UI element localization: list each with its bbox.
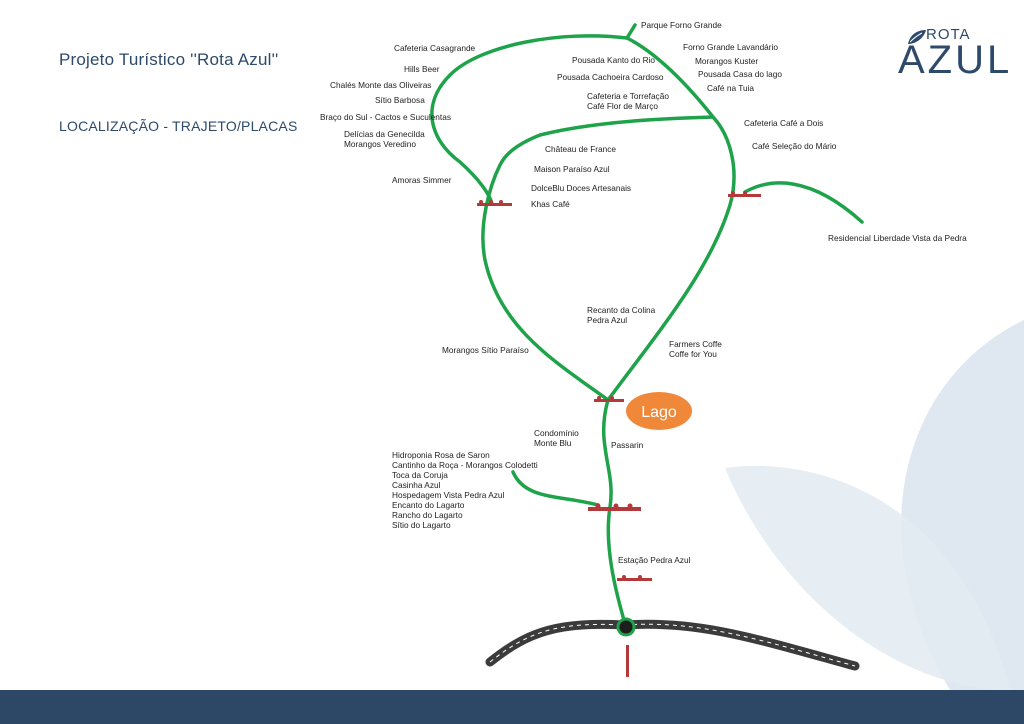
route-north-west	[430, 34, 629, 206]
place-label: Casinha Azul	[392, 480, 441, 490]
place-label: Pousada Casa do lago	[698, 69, 782, 79]
route-parque-tail	[625, 23, 637, 40]
page-subtitle: LOCALIZAÇÃO - TRAJETO/PLACAS	[59, 118, 298, 134]
signpost-lagarto	[588, 507, 641, 511]
lake-marker	[626, 392, 692, 430]
place-label: Passarin	[611, 440, 644, 450]
place-label: Forno Grande Lavandário	[683, 42, 779, 52]
footer-bar	[0, 690, 1024, 724]
logo-big-text: AZUL	[898, 38, 1013, 82]
place-label: Delícias da Genecilda	[344, 129, 425, 139]
lake-label: Lago	[641, 404, 677, 421]
logo-small-text: ROTA	[926, 26, 971, 43]
place-label: Rancho do Lagarto	[392, 510, 463, 520]
background-leaf-small	[725, 465, 1010, 690]
route-entrance-roundabout	[616, 617, 636, 637]
route-lagarto-branch	[511, 470, 600, 507]
place-label: Morangos Kuster	[695, 56, 759, 66]
place-label: Chalés Monte das Oliveiras	[330, 80, 432, 90]
place-label: DolceBlu Doces Artesanais	[531, 183, 632, 193]
place-label: Monte Blu	[534, 438, 572, 448]
route-residencial-branch	[743, 181, 864, 224]
place-label: Pousada Cachoeira Cardoso	[557, 72, 664, 82]
signpost-lago	[594, 399, 624, 402]
leaf-icon	[908, 30, 926, 44]
place-label: Maison Paraíso Azul	[534, 164, 610, 174]
place-label: Pedra Azul	[587, 315, 628, 325]
place-label: Residencial Liberdade Vista da Pedra	[828, 233, 967, 243]
place-label: Château de France	[545, 144, 617, 154]
place-label: Cafeteria Casagrande	[394, 43, 476, 53]
highway-road	[485, 619, 860, 671]
rota-azul-logo: ROTA AZUL	[896, 24, 1009, 86]
place-label: Cafeteria Café a Dois	[744, 118, 824, 128]
route-east-loop	[606, 36, 736, 402]
place-label: Hidroponia Rosa de Saron	[392, 450, 490, 460]
place-label: Coffe for You	[669, 349, 717, 359]
signposts	[477, 191, 761, 677]
page-title: Projeto Turístico ''Rota Azul''	[59, 50, 279, 69]
place-label: Encanto do Lagarto	[392, 500, 465, 510]
place-label: Khas Café	[531, 199, 570, 209]
place-label: Recanto da Colina	[587, 305, 656, 315]
signpost-khas	[477, 203, 512, 206]
place-label: Sítio Barbosa	[375, 95, 425, 105]
place-label: Estação Pedra Azul	[618, 555, 691, 565]
place-label: Toca da Coruja	[392, 470, 448, 480]
place-label: Sítio do Lagarto	[392, 520, 451, 530]
place-label: Café Flor de Março	[587, 101, 659, 111]
place-label: Cafeteria e Torrefação	[587, 91, 669, 101]
place-label: Condomínio	[534, 428, 579, 438]
signpost-estacao	[617, 578, 652, 581]
place-label: Morangos Sítio Paraíso	[442, 345, 529, 355]
place-label: Café Seleção do Mário	[752, 141, 837, 151]
place-label: Hospedagem Vista Pedra Azul	[392, 490, 505, 500]
signpost-entrance	[626, 645, 629, 677]
place-label: Café na Tuia	[707, 83, 755, 93]
place-label: Farmers Coffe	[669, 339, 722, 349]
place-label: Pousada Kanto do Rio	[572, 55, 656, 65]
route-main-south	[601, 398, 628, 629]
place-label: Morangos Veredino	[344, 139, 416, 149]
place-label: Parque Forno Grande	[641, 20, 722, 30]
place-label: Braço do Sul - Cactos e Suculentas	[320, 112, 451, 122]
place-label: Hills Beer	[404, 64, 440, 74]
place-label: Cantinho da Roça - Morangos Colodetti	[392, 460, 538, 470]
place-label: Amoras Simmer	[392, 175, 452, 185]
signpost-residencial	[728, 194, 761, 197]
route-west-loop	[481, 115, 715, 402]
